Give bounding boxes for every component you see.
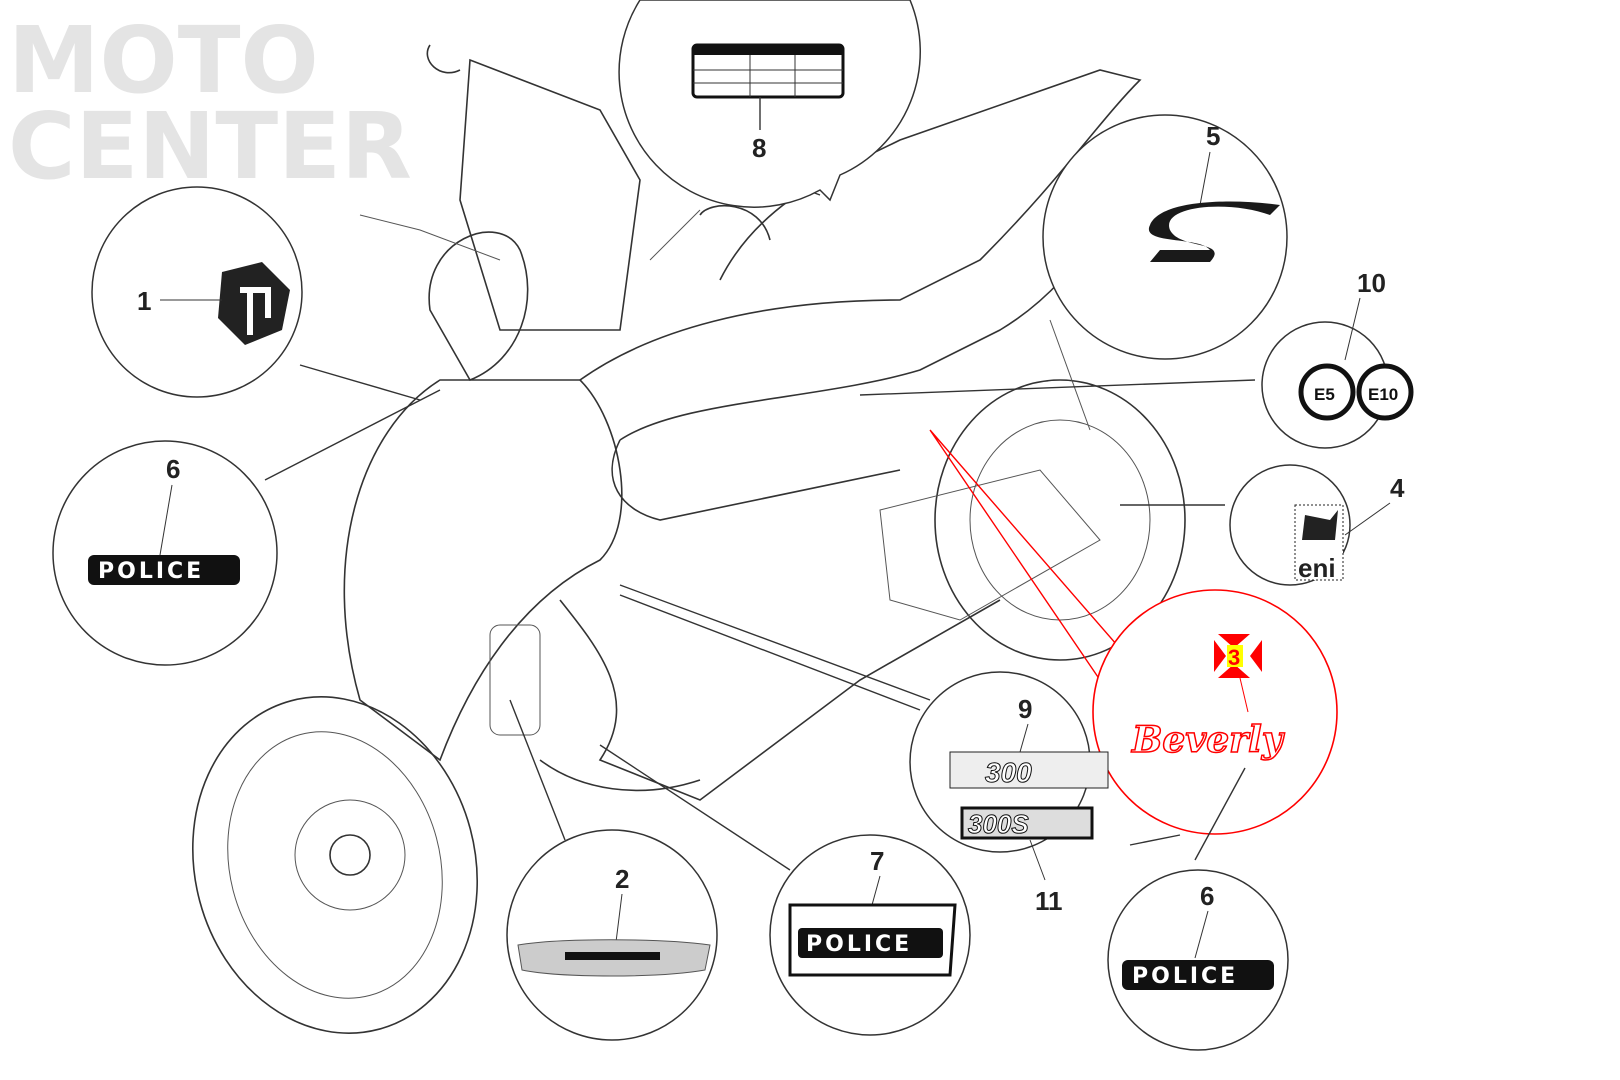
svg-text:8[interactable]: 8 (752, 133, 766, 163)
svg-text:eni: eni (1298, 553, 1336, 583)
police-plate-icon (1122, 960, 1274, 990)
callout-6-rear[interactable]: 6 POLICE (1107, 869, 1289, 1051)
callout-6-front[interactable]: 6 POLICE (52, 440, 278, 666)
svg-text:MOTO: MOTO (8, 7, 319, 114)
s-emblem-icon (1148, 201, 1280, 262)
svg-text:3[interactable]: 3 (1228, 645, 1240, 670)
svg-text:4[interactable]: 4 (1390, 473, 1405, 503)
svg-text:300: 300 (985, 757, 1032, 788)
svg-text:POLICE: POLICE (1132, 964, 1238, 989)
callout-4[interactable]: 4 eni (1229, 464, 1405, 586)
police-plate-icon (88, 555, 240, 585)
svg-text:11[interactable]: 11 (1035, 886, 1063, 916)
callout-10[interactable]: 10 E5 E10 (1261, 268, 1414, 449)
callout-3[interactable]: 3 Beverly (1092, 589, 1338, 861)
svg-text:1[interactable]: 1 (137, 286, 151, 316)
highlight-marker-icon[interactable]: 3 (1214, 634, 1262, 678)
police-plate-icon (798, 928, 943, 958)
svg-text:Beverly: Beverly (1131, 719, 1285, 761)
svg-text:300S: 300S (968, 809, 1029, 839)
svg-text:E5: E5 (1314, 385, 1335, 404)
callout-1[interactable]: 1 (91, 186, 303, 398)
svg-text:6[interactable]: 6 (166, 454, 180, 484)
svg-text:CENTER: CENTER (8, 93, 412, 200)
callout-9-11[interactable]: 9 300 300S 11 (909, 671, 1109, 916)
svg-text:2[interactable]: 2 (615, 864, 629, 894)
svg-text:7[interactable]: 7 (870, 846, 884, 876)
svg-text:9[interactable]: 9 (1018, 694, 1032, 724)
svg-text:10[interactable]: 10 (1357, 268, 1386, 298)
watermark: MOTO CENTER (8, 7, 412, 200)
svg-text:5[interactable]: 5 (1206, 121, 1220, 151)
callout-8[interactable]: 8 (618, 0, 921, 208)
callout-5[interactable]: 5 (1042, 114, 1288, 360)
callout-7[interactable]: 7 POLICE (769, 834, 971, 1036)
callout-2[interactable]: 2 (506, 829, 718, 1041)
svg-text:6[interactable]: 6 (1200, 881, 1214, 911)
svg-text:POLICE: POLICE (98, 559, 204, 584)
piaggio-logo-icon (218, 262, 290, 345)
svg-text:E10: E10 (1368, 385, 1398, 404)
leader-lines (264, 179, 1256, 871)
svg-text:POLICE: POLICE (806, 932, 912, 957)
